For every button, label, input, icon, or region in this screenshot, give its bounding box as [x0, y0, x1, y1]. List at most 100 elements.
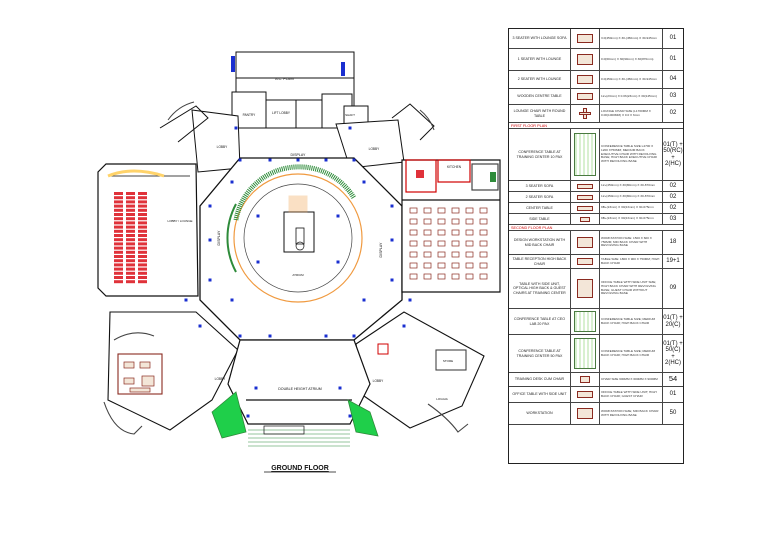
dining-table	[479, 240, 488, 247]
schedule-item-qty: 01(T) + 50(C) + 2(HC)	[663, 340, 683, 367]
schedule-item-spec: 12+(450mm) X 30(80mm) X 30-870mm	[599, 192, 663, 202]
column	[256, 260, 260, 264]
seat	[126, 250, 135, 254]
schedule-item-name: WORKSTATION	[509, 403, 571, 424]
seat	[138, 234, 147, 237]
dining-table	[409, 229, 418, 236]
seat	[114, 259, 123, 263]
schedule-item-spec: TABLE SIZE: 1800 X 900 X 750MM; HIGH BAC…	[599, 255, 663, 268]
dining-table	[437, 207, 446, 214]
seat	[126, 238, 135, 242]
table-icon	[577, 408, 593, 419]
seat	[126, 280, 135, 284]
dining-table	[423, 229, 432, 236]
schedule-item-qty: 01(T) + 20(C)	[663, 315, 683, 328]
schedule-row: 2 SEATER SOFA 12+(450mm) X 30(80mm) X 30-…	[509, 192, 683, 203]
dining-table	[451, 229, 460, 236]
atrium-inner-ring	[243, 183, 353, 293]
schedule-item-icon	[571, 231, 600, 254]
dining-table	[423, 218, 432, 225]
seat	[114, 192, 123, 195]
schedule-row: TABLE WITH SIDE UNIT, OPTICAL HIGH BACK …	[509, 269, 683, 309]
double-height-atrium-label: DOUBLE HEIGHT ATRIUM	[278, 387, 322, 391]
seat	[126, 192, 135, 195]
schedule-item-spec: CONFERENCE TABLE SIZE L4700 X 1200 X750M…	[599, 129, 663, 180]
seat	[126, 234, 135, 237]
small-icon	[580, 216, 590, 222]
seat	[138, 246, 147, 250]
sofa-icon	[577, 236, 593, 249]
seat	[126, 200, 135, 204]
column	[362, 180, 366, 184]
column	[336, 260, 340, 264]
store-label: STORE	[443, 359, 453, 363]
seat	[138, 255, 147, 258]
seat	[138, 217, 147, 221]
schedule-item-spec: WORKSTATION SIZE: 1500 X 600 X 750MM; MI…	[599, 231, 663, 254]
seat	[126, 276, 135, 279]
schedule-item-name: SIDE TABLE	[509, 214, 571, 224]
schedule-item-icon	[571, 373, 600, 386]
schedule-item-spec: CONFERENCE TABLE SIZE; MEDIUM BACK CHAIR…	[599, 309, 663, 334]
column	[348, 414, 352, 418]
dining-table	[437, 251, 446, 258]
seat	[138, 221, 147, 225]
column	[390, 238, 394, 242]
schedule-item-qty: 01	[669, 56, 677, 63]
seat	[138, 213, 147, 216]
seat	[138, 263, 147, 267]
seat	[114, 250, 123, 254]
schedule-row: CONFERENCE TABLE AT TRAINING CENTER 10 P…	[509, 129, 683, 181]
display-top-label: DISPLAY	[291, 153, 307, 157]
column	[208, 238, 212, 242]
seat	[114, 208, 123, 212]
column	[390, 278, 394, 282]
column	[230, 180, 234, 184]
seat	[114, 276, 123, 279]
seat	[114, 213, 123, 216]
dining-table	[479, 229, 488, 236]
column	[390, 204, 394, 208]
dining-table	[465, 273, 474, 280]
dining-table	[437, 218, 446, 225]
column	[268, 334, 272, 338]
dining-tables	[409, 207, 488, 280]
dining-table	[465, 251, 474, 258]
column	[208, 278, 212, 282]
bottom-left-furniture	[123, 361, 155, 393]
loggia-label: LOGGIA	[436, 397, 448, 401]
seat	[114, 267, 123, 271]
schedule-item-name: 2 SEATER SOFA	[509, 192, 571, 202]
seat	[114, 255, 123, 258]
column	[324, 334, 328, 338]
sofa-icon	[577, 75, 593, 84]
column	[238, 334, 242, 338]
schedule-item-qty: 54	[668, 374, 678, 384]
dining-table	[451, 240, 460, 247]
lift-lobby-label: LIFT LOBBY	[272, 111, 291, 115]
seat	[126, 267, 135, 271]
schedule-item-name: 2 SEATER WITH LOUNGE	[509, 71, 571, 88]
column	[402, 324, 406, 328]
kitchen-label: KITCHEN	[447, 165, 462, 169]
seat	[126, 217, 135, 221]
column	[238, 158, 242, 162]
schedule-item-name: OFFICE TABLE WITH SIDE UNIT	[509, 387, 571, 402]
seat	[114, 242, 123, 246]
seat	[126, 229, 135, 233]
column	[408, 298, 412, 302]
display-right-label: DISPLAY	[379, 242, 383, 258]
schedule-item-qty: 01	[669, 35, 677, 42]
seat	[138, 271, 147, 275]
bottom-atrium	[227, 339, 371, 425]
dining-table	[409, 251, 418, 258]
dining-table	[465, 262, 474, 269]
schedule-item-icon	[571, 269, 600, 308]
dining-table	[437, 240, 446, 247]
